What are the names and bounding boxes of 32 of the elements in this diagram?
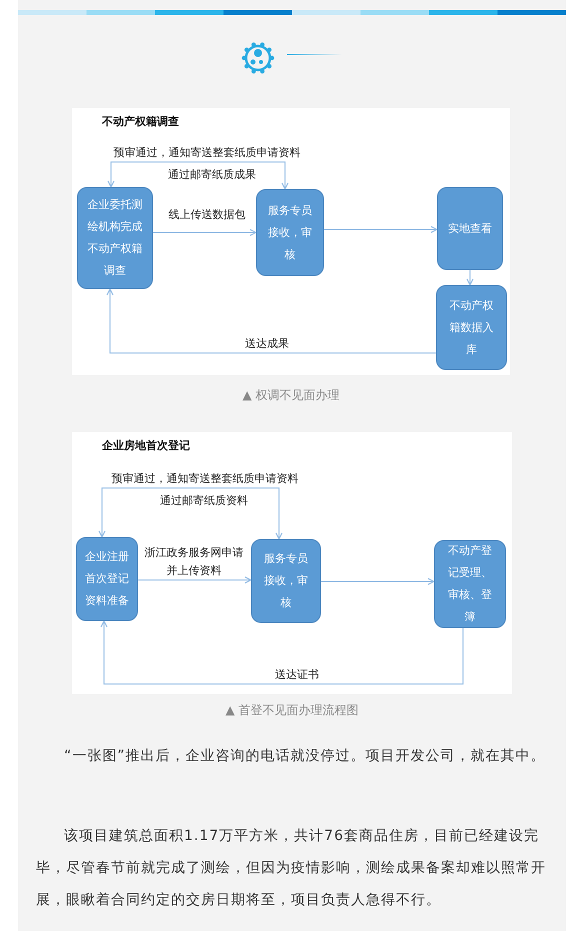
arrow — [324, 226, 438, 233]
edge-label: 送达证书 — [274, 667, 320, 683]
edge-label: 预审通过，通知寄送整套纸质申请资料 — [110, 471, 300, 487]
edge-label: 送达成果 — [244, 336, 290, 352]
figure-caption: ▲ 首登不见面办理流程图 — [224, 702, 360, 719]
edge-label: 线上传送数据包 — [168, 207, 246, 223]
process-box: 服务专员接收，审核 — [256, 189, 324, 276]
arrow — [138, 576, 252, 584]
arrow — [466, 270, 474, 286]
process-box: 不动产权籍数据入库 — [436, 285, 507, 370]
process-box: 不动产登记受理、审核、登簿 — [434, 540, 506, 628]
process-box: 企业注册首次登记资料准备 — [76, 537, 138, 621]
paragraph: “一张图”推出后，企业咨询的电话就没停过。项目开发公司，就在其中。 — [63, 747, 547, 766]
arrow — [100, 620, 464, 684]
arrow — [106, 288, 436, 354]
paragraph: 该项目建筑总面积1.17万平方米，共计76套商品住房，目前已经建设完毕，尽管春节前就完成了测绘，但因为疫情影响，测绘成果备案却难以照常开展，眼瞅着合同约定的交房日期将至，项目负责人急得不行。 — [36, 827, 547, 910]
panel-title: 企业房地首次登记 — [102, 438, 190, 453]
annotation-text: 通过邮寄纸质成果 — [167, 167, 257, 183]
annotation-text: 通过邮寄纸质资料 — [159, 493, 249, 509]
process-box: 企业委托测绘机构完成不动产权籍调查 — [77, 187, 153, 289]
edge-label: 预审通过，通知寄送整套纸质申请资料 — [112, 145, 302, 161]
process-box: 实地查看 — [437, 187, 503, 270]
panel-title: 不动产权籍调查 — [102, 114, 179, 129]
arrow — [98, 488, 282, 540]
diagram-panel — [72, 432, 512, 694]
diagram-panel — [72, 108, 510, 375]
figure-caption: ▲ 权调不见面办理 — [241, 387, 341, 404]
process-box: 服务专员接收，审核 — [251, 539, 321, 623]
edge-label: 浙江政务服务网申请并上传资料 — [144, 545, 244, 579]
arrow — [320, 578, 434, 585]
arrow — [108, 162, 288, 190]
arrow — [152, 229, 256, 236]
